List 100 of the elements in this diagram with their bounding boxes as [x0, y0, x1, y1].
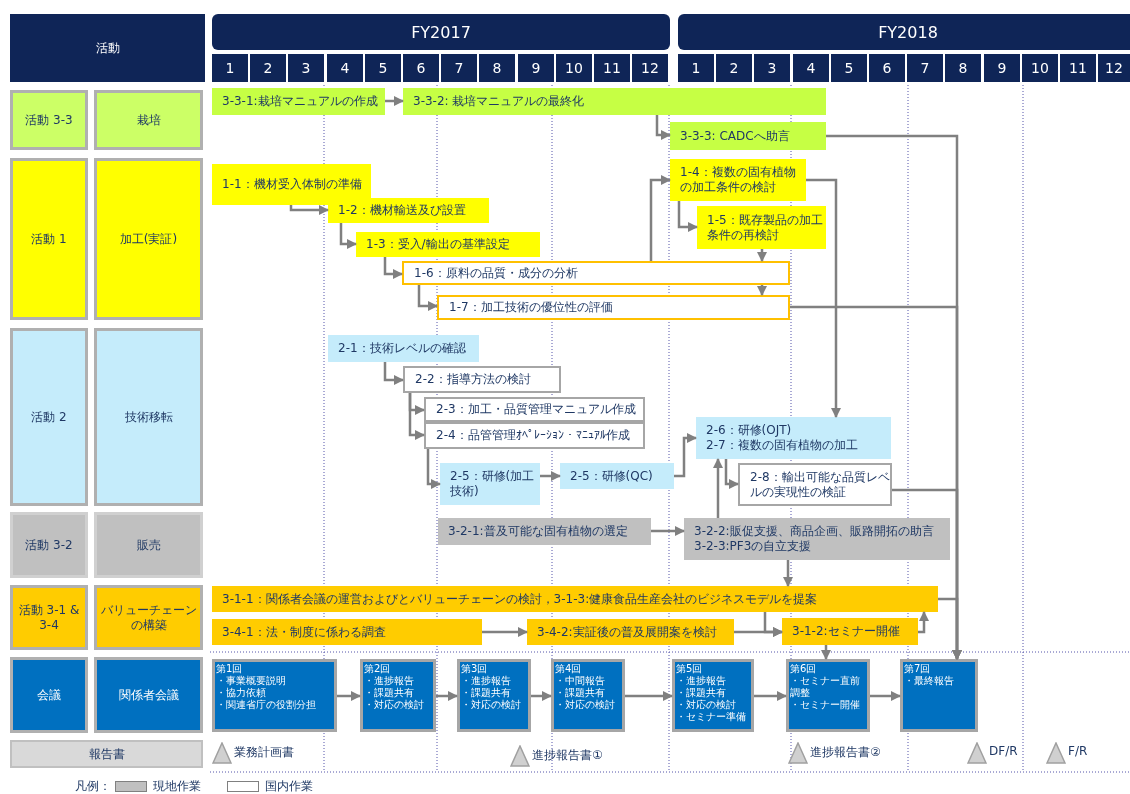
- month-cell: [479, 54, 515, 82]
- arrow: [757, 249, 767, 262]
- meeting-title: 第7回: [904, 663, 931, 675]
- arrow: [724, 459, 739, 489]
- task-bar: [403, 366, 561, 393]
- task-bar: [560, 463, 674, 489]
- month-cell: [945, 54, 981, 82]
- milestone-triangle: [510, 745, 530, 767]
- row-label-cell: [94, 657, 203, 733]
- cell-label: 4: [806, 60, 816, 76]
- task-bar: [212, 586, 938, 612]
- arrow: [385, 96, 404, 106]
- meeting-item: ・協力依頼: [216, 687, 266, 699]
- meeting-item: ・課題共有: [364, 687, 414, 699]
- meeting-item: ・課題共有: [676, 687, 726, 699]
- meeting-box: [786, 659, 870, 732]
- task-label: 3-3-2: 栽培マニュアルの最終化: [413, 94, 585, 109]
- task-label: 3-3-3: CADCへ助言: [680, 128, 790, 144]
- row-label-cell: [10, 740, 203, 768]
- meeting-box: [212, 659, 337, 732]
- meeting-title: 第2回: [364, 663, 391, 675]
- milestone-label: DF/R: [989, 744, 1018, 758]
- cell-label: 活動 3-2: [25, 537, 73, 553]
- meeting-title: 第3回: [461, 663, 488, 675]
- month-cell: [716, 54, 752, 82]
- arrow: [763, 612, 783, 637]
- milestone-triangle: [212, 742, 232, 764]
- task-label: 3-1-1：関係者会議の運営およびとバリューチェーンの検討，3-1-3:健康食品生産会社のビジネスモデルを提案: [222, 591, 818, 607]
- task-label: 1-1：機材受入体制の準備: [222, 177, 362, 192]
- task-bar: [670, 122, 826, 150]
- meeting-item: ・中間報告: [555, 675, 605, 687]
- cell-label: 4: [340, 60, 350, 76]
- row-label-cell: [94, 585, 203, 650]
- legend-title: 凡例：: [75, 778, 111, 794]
- meeting-item: ・対応の検討: [364, 699, 424, 711]
- month-cell: [212, 54, 248, 82]
- meeting-item: ・対応の検討: [676, 699, 736, 711]
- cell-label: 8: [492, 60, 502, 76]
- cell-label: 1: [225, 60, 235, 76]
- meeting-item: ・進捗報告: [364, 675, 414, 687]
- row-label-cell: [10, 585, 88, 650]
- cell-label: 3: [301, 60, 311, 76]
- arrow: [417, 285, 438, 311]
- arrow: [655, 115, 671, 140]
- task-label: 2-8：輸出可能な品質レベルの実現性の検証: [750, 469, 890, 500]
- arrow: [339, 223, 357, 249]
- cell-label: 活動: [95, 40, 120, 56]
- meeting-title: 第5回: [676, 663, 703, 675]
- legend-label: 国内作業: [265, 778, 313, 794]
- meeting-item: ・セミナー直前調整: [790, 675, 861, 699]
- task-bar: [697, 206, 826, 249]
- meeting-item: ・進捗報告: [461, 675, 511, 687]
- row-label-cell: [94, 328, 203, 506]
- task-label: 2-5：研修(QC): [570, 468, 653, 484]
- milestone-label: 進捗報告書②: [810, 744, 881, 761]
- task-bar: [440, 463, 540, 505]
- milestone-triangle: [967, 742, 987, 764]
- cell-label: 加工(実証): [119, 231, 178, 247]
- task-bar: [212, 619, 482, 645]
- task-bar: [424, 422, 645, 449]
- cell-label: 2: [729, 60, 739, 76]
- arrow: [289, 205, 329, 215]
- task-label: 3-1-2:セミナー開催: [792, 624, 900, 639]
- meeting-item: ・事業概要説明: [216, 675, 286, 687]
- month-cell: [327, 54, 363, 82]
- cell-label: 会議: [37, 687, 61, 703]
- cell-label: 11: [1069, 60, 1087, 76]
- task-bar: [527, 619, 734, 645]
- milestone-label: F/R: [1068, 744, 1088, 758]
- arrow: [649, 175, 671, 261]
- month-cell: [1098, 54, 1130, 82]
- arrow: [870, 691, 901, 701]
- month-cell: [441, 54, 477, 82]
- arrow: [625, 691, 673, 701]
- row-label-cell: [10, 512, 88, 578]
- task-label: 3-2-3:PF3の自立支援: [694, 539, 812, 554]
- arrow: [674, 433, 697, 478]
- arrow: [651, 526, 685, 536]
- task-bar: [328, 335, 479, 362]
- row-label-cell: [10, 90, 88, 150]
- task-label: 2-4：品管管理ｵﾍﾟﾚｰｼｮﾝ・ﾏﾆｭｱﾙ作成: [436, 428, 630, 443]
- meeting-box: [672, 659, 754, 732]
- month-cell: [984, 54, 1020, 82]
- task-label: 2-7：複数の固有植物の加工: [706, 438, 858, 453]
- task-label: 1-3：受入/輸出の基準設定: [366, 237, 510, 252]
- meeting-item: ・対応の検討: [461, 699, 521, 711]
- cell-label: FY2018: [878, 24, 938, 40]
- task-label: 1-6：原料の品質・成分の分析: [414, 265, 578, 281]
- cell-label: 活動 1: [31, 231, 67, 247]
- meeting-item: ・進捗報告: [676, 675, 726, 687]
- cell-label: 10: [1031, 60, 1049, 76]
- header-cell: [10, 14, 205, 82]
- arrow: [918, 611, 929, 634]
- arrow: [436, 691, 458, 701]
- month-cell: [250, 54, 286, 82]
- task-bar: [670, 159, 806, 201]
- task-bar: [437, 295, 790, 320]
- cell-label: 8: [958, 60, 968, 76]
- task-label: 2-5：研修(加工技術): [450, 469, 536, 499]
- task-label: 1-4：複数の固有植物の加工条件の検討: [680, 165, 797, 195]
